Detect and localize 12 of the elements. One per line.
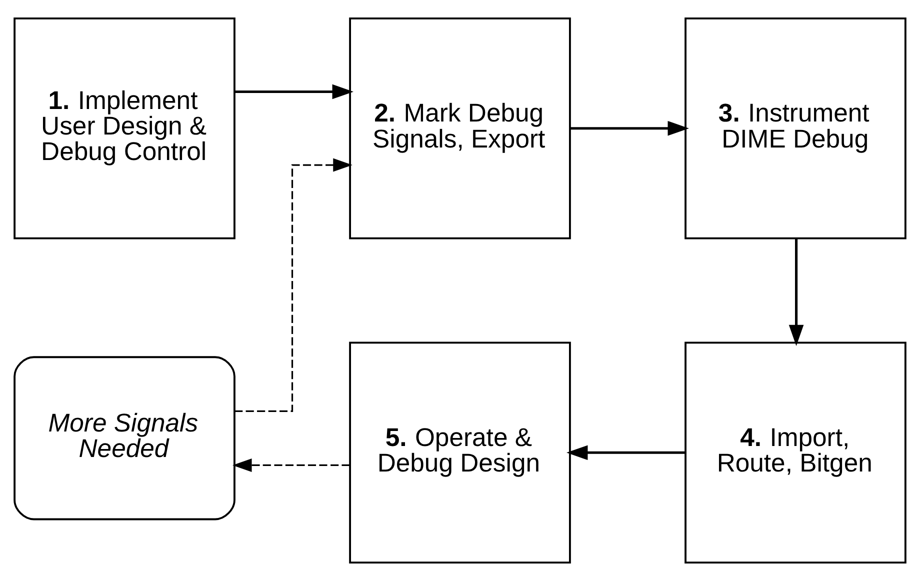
arrow: [566, 444, 686, 460]
arrow: [232, 458, 350, 472]
arrow: [234, 158, 352, 412]
node-box: 5. Operate & Debug Design: [349, 341, 571, 564]
node-box: 2. Mark Debug Signals, Export: [349, 16, 571, 239]
arrow: [788, 238, 804, 346]
arrow: [234, 84, 354, 99]
node-box: 4. Import, Route, Bitgen: [684, 341, 906, 564]
node-box: More Signals Needed: [14, 356, 236, 520]
node-box: 3. Instrument DIME Debug: [684, 16, 906, 239]
node-box: 1. Implement User Design & Debug Control: [14, 16, 236, 239]
arrow: [570, 120, 689, 136]
